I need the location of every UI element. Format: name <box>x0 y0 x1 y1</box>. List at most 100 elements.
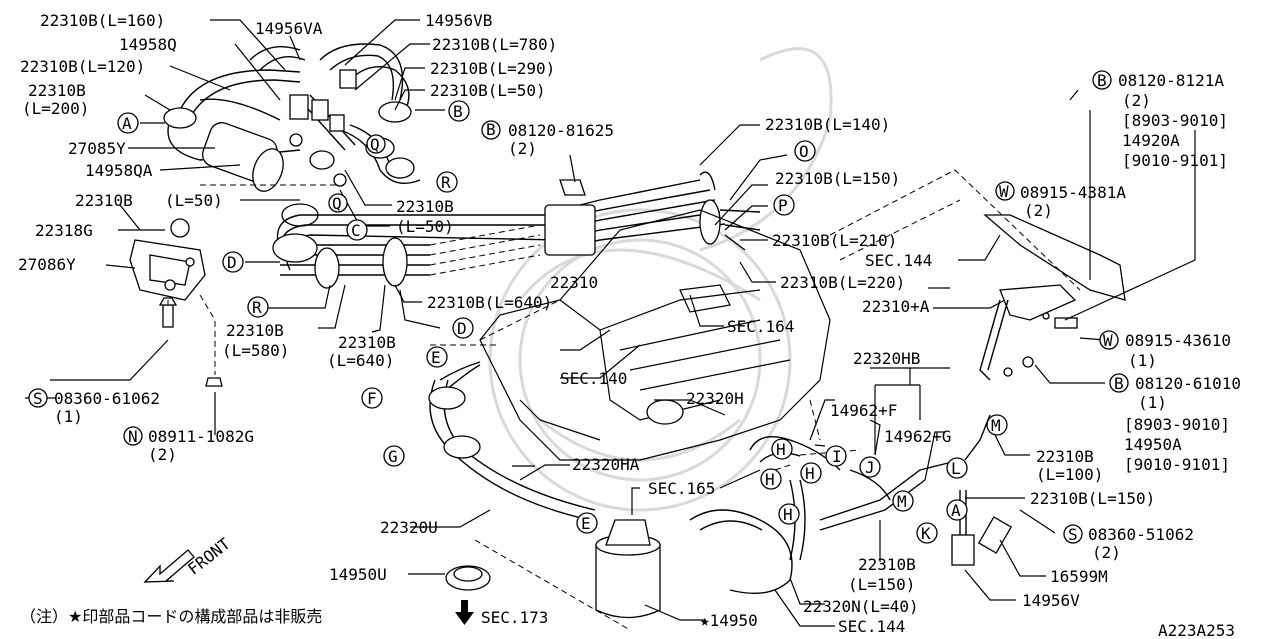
marker-q-1: Q <box>366 134 386 154</box>
right-b1-line1: (2) <box>1122 91 1151 110</box>
label-08120-8121a: 08120-8121A <box>1118 71 1224 90</box>
svg-text:D: D <box>457 319 467 338</box>
marker-e-top: E <box>426 346 448 368</box>
svg-text:P: P <box>778 196 788 215</box>
right-b2-line3: 14950A <box>1124 435 1182 454</box>
marker-b-right2: B <box>1114 374 1124 393</box>
marker-m-upper: M <box>986 414 1008 436</box>
label-08911-1082g-qty: (2) <box>148 445 177 464</box>
lower-hoses <box>428 361 1013 619</box>
front-arrow: FRONT <box>143 534 234 583</box>
marker-i: I <box>825 445 847 467</box>
leader-lines <box>25 19 1196 627</box>
label-27086y: 27086Y <box>18 255 76 274</box>
right-b1-line2: [8903-9010] <box>1122 111 1228 130</box>
label-22310b-l50-b: (L=50) <box>396 217 454 236</box>
right-b1-line4: [9010-9101] <box>1122 151 1228 170</box>
label-22310b-l120: 22310B(L=120) <box>20 57 145 76</box>
marker-a-left: A <box>117 112 139 134</box>
svg-text:H: H <box>805 464 815 483</box>
label-22320h: 22320H <box>686 389 744 408</box>
label-l200: (L=200) <box>22 99 89 118</box>
right-b1-line3: 14920A <box>1122 131 1180 150</box>
label-sec164: SEC.164 <box>727 317 794 336</box>
svg-text:H: H <box>783 505 793 524</box>
label-sec165: SEC.165 <box>648 479 715 498</box>
svg-text:J: J <box>865 458 875 477</box>
svg-text:N: N <box>128 427 138 446</box>
svg-text:R: R <box>441 173 451 192</box>
drawing-code: A223A253 <box>1158 621 1235 639</box>
marker-f: F <box>361 387 383 409</box>
marker-h-1: H <box>771 438 793 460</box>
marker-s-right: S <box>1063 524 1083 544</box>
label-22310b-l50: 22310B(L=50) <box>430 81 546 100</box>
svg-text:D: D <box>227 253 237 272</box>
label-sec144-top: SEC.144 <box>865 251 932 270</box>
marker-a-right: A <box>946 499 968 521</box>
svg-text:G: G <box>388 447 398 466</box>
marker-b-top: B <box>448 100 470 122</box>
label-22310b-c: 22310B <box>226 321 284 340</box>
marker-h-3: H <box>800 462 822 484</box>
engine-block <box>479 209 831 461</box>
marker-m-lower: M <box>892 490 914 512</box>
label-08120-81625-qty: (2) <box>508 139 537 158</box>
label-22318g: 22318G <box>35 221 93 240</box>
marker-e-bottom: E <box>576 512 598 534</box>
label-22320hb: 22320HB <box>853 349 920 368</box>
right-bracket <box>979 214 1126 381</box>
label-08360-61062: 08360-61062 <box>54 389 160 408</box>
label-22310b-bracket: 22310B <box>75 191 133 210</box>
label-22320n-l40: 22320N(L=40) <box>803 597 919 616</box>
svg-text:O: O <box>799 142 809 161</box>
marker-p: P <box>773 194 795 216</box>
label-08120-81625: 08120-81625 <box>508 121 614 140</box>
circled-markers: A B B O Q R Q P C D R D E F G E S N H H … <box>28 100 1083 544</box>
label-14956va: 14956VA <box>255 19 323 38</box>
svg-text:E: E <box>431 348 441 367</box>
svg-text:B: B <box>486 120 496 139</box>
svg-text:M: M <box>897 492 907 511</box>
label-08360-51062: 08360-51062 <box>1088 525 1194 544</box>
label-08911-1082g: 08911-1082G <box>148 427 254 446</box>
label-22320ha: 22320HA <box>572 455 640 474</box>
label-27085y: 27085Y <box>68 139 126 158</box>
svg-text:I: I <box>832 447 842 466</box>
label-14958q: 14958Q <box>119 35 177 54</box>
svg-text:E: E <box>581 514 591 533</box>
vacuum-line-bundle <box>272 171 761 289</box>
label-14962-f: 14962+F <box>830 401 897 420</box>
marker-h-4: H <box>778 503 800 525</box>
svg-text:K: K <box>921 524 931 543</box>
label-22310b-l160: 22310B(L=160) <box>40 11 165 30</box>
svg-text:S: S <box>33 389 43 408</box>
svg-text:Q: Q <box>332 194 342 213</box>
label-22310b-l140: 22310B(L=140) <box>765 115 890 134</box>
marker-r-left: R <box>247 296 269 318</box>
label-22310b-b: 22310B <box>396 197 454 216</box>
label-22320u: 22320U <box>380 518 438 537</box>
right-b2-line2: [8903-9010] <box>1124 415 1230 434</box>
label-22310b-l150-right: 22310B(L=150) <box>1030 489 1155 508</box>
label-l640: (L=640) <box>327 351 394 370</box>
footnote: （注）★印部品コードの構成部品は非販売 <box>20 607 322 626</box>
marker-j: J <box>859 456 881 478</box>
marker-l: L <box>946 457 968 479</box>
svg-text:A: A <box>951 501 961 520</box>
label-22310b-l210: 22310B(L=210) <box>772 231 897 250</box>
label-22310b-f: 22310B <box>858 555 916 574</box>
label-l580: (L=580) <box>222 341 289 360</box>
label-sec144-bottom: SEC.144 <box>838 617 905 636</box>
marker-h-2: H <box>760 468 782 490</box>
marker-n: N <box>123 426 143 446</box>
svg-text:A: A <box>122 114 132 133</box>
label-08915-4381a-qty: (2) <box>1024 201 1053 220</box>
label-l100: (L=100) <box>1036 465 1103 484</box>
label-22310b-l220: 22310B(L=220) <box>780 273 905 292</box>
label-14956v: 14956V <box>1022 591 1080 610</box>
svg-text:M: M <box>991 416 1001 435</box>
svg-text:Q: Q <box>370 135 380 154</box>
label-14950: ★14950 <box>700 611 758 630</box>
